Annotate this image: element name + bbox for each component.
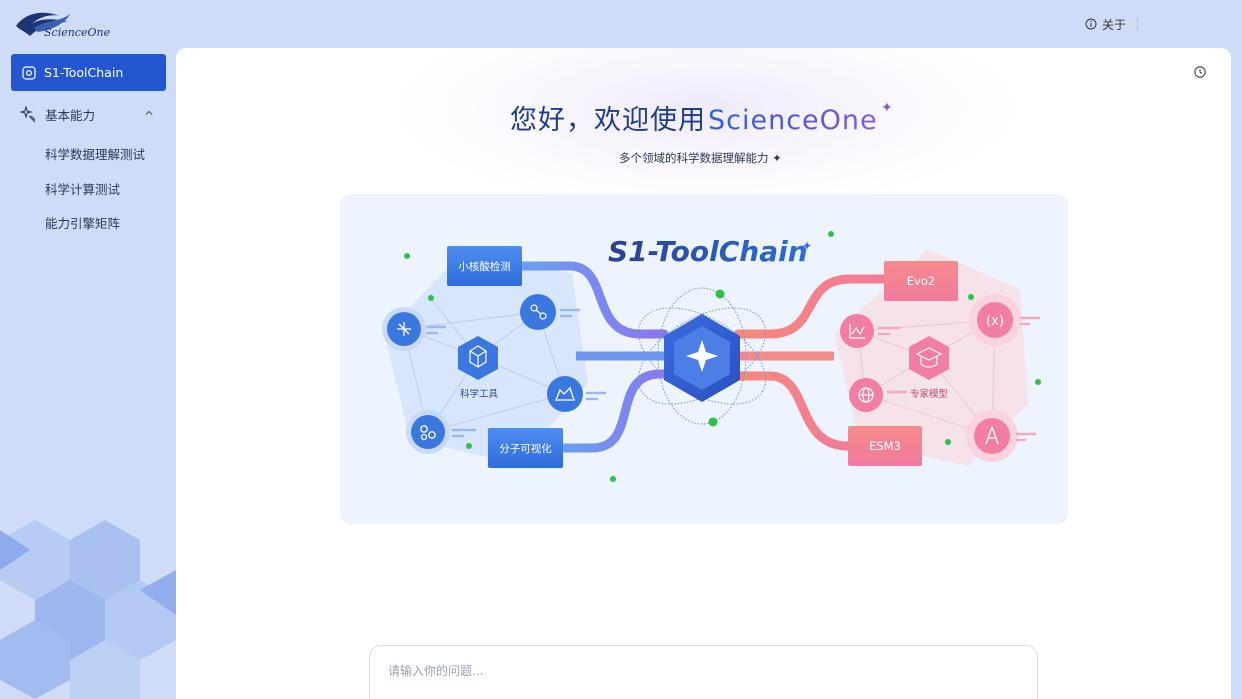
- sidebar-group-basic-capabilities[interactable]: 基本能力: [20, 104, 160, 124]
- header-glow: [396, 48, 1016, 208]
- toolchain-hero-illustration: S1-ToolChain ✦ 小核酸检测 分子可视化: [340, 194, 1068, 524]
- about-label: 关于: [1102, 17, 1127, 32]
- chevron-up-icon[interactable]: [144, 108, 154, 118]
- hex-label-expert-models: 专家模型: [910, 388, 949, 400]
- hero-title: S1-ToolChain: [608, 235, 808, 268]
- greeting-brand: ScienceOne: [708, 105, 878, 136]
- box-evo2: Evo2: [907, 274, 935, 288]
- box-small-rna: 小核酸检测: [458, 260, 511, 273]
- sidebar-item-engine-matrix[interactable]: 能力引擎矩阵: [45, 216, 121, 231]
- question-input[interactable]: [388, 664, 1019, 678]
- svg-text:(x): (x): [986, 314, 1004, 329]
- sidebar-item-s1-toolchain[interactable]: S1-ToolChain: [11, 54, 166, 91]
- sparkle-tools-icon: [20, 105, 36, 122]
- about-button[interactable]: 关于: [1085, 16, 1126, 32]
- sidebar-item-label: S1-ToolChain: [44, 65, 124, 80]
- toolchain-icon: [22, 65, 36, 80]
- background-cube-pattern: [0, 520, 176, 699]
- box-esm3: ESM3: [869, 439, 901, 453]
- greeting-prefix: 您好，欢迎使用: [510, 105, 706, 136]
- box-molecule-vis: 分子可视化: [499, 442, 552, 455]
- sidebar-group-label: 基本能力: [45, 107, 96, 123]
- hero-svg: S1-ToolChain ✦ 小核酸检测 分子可视化: [382, 231, 1041, 482]
- history-icon[interactable]: [1193, 65, 1207, 79]
- info-icon: [1085, 18, 1097, 30]
- subtitle: 多个领域的科学数据理解能力 ✦: [619, 151, 782, 165]
- logo-text: ScienceOne: [44, 26, 111, 39]
- header-divider: [1137, 17, 1138, 31]
- sidebar-item-computation[interactable]: 科学计算测试: [45, 182, 121, 197]
- main-panel: 您好，欢迎使用 ScienceOne ✦ 多个领域的科学数据理解能力 ✦: [176, 48, 1231, 699]
- scienceone-logo: [16, 12, 70, 37]
- page-title: 您好，欢迎使用 ScienceOne: [510, 98, 878, 136]
- sparkle-icon: ✦: [881, 100, 893, 116]
- hex-label-science-tools: 科学工具: [460, 388, 499, 400]
- sidebar-item-data-understanding[interactable]: 科学数据理解测试: [45, 147, 146, 162]
- svg-text:✦: ✦: [802, 239, 812, 253]
- question-input-box[interactable]: [369, 645, 1038, 699]
